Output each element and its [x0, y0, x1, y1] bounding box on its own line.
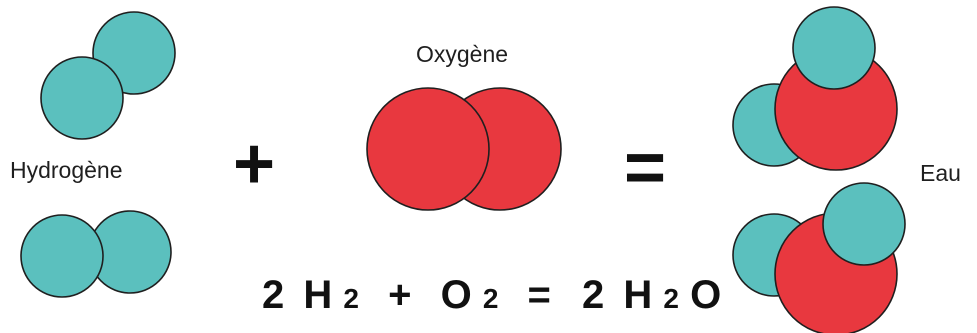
h2-coefficient: 2 — [262, 273, 284, 317]
h2o-subscript: 2 — [663, 283, 679, 314]
hydrogen-label: Hydrogène — [10, 157, 123, 183]
oxygen-molecule — [366, 87, 562, 211]
equals-symbol: = — [624, 128, 666, 208]
h2-subscript: 2 — [343, 283, 359, 314]
h2-element: H — [303, 273, 332, 317]
hydrogen-molecule-top — [40, 11, 176, 140]
hydrogen-atom — [40, 56, 124, 140]
water-molecule-top — [732, 6, 898, 171]
hydrogen-atom — [20, 214, 104, 298]
water-label: Eau — [920, 160, 961, 186]
o2-subscript: 2 — [483, 283, 499, 314]
water-molecule-bottom — [732, 182, 906, 333]
h2o-element-o: O — [690, 273, 721, 317]
oxygen-label: Oxygène — [416, 41, 508, 67]
hydrogen-atom — [822, 182, 906, 266]
equation-equals: = — [528, 273, 551, 317]
h2o-coefficient: 2 — [582, 273, 604, 317]
hydrogen-molecule-bottom — [20, 210, 172, 298]
h2o-element-h: H — [623, 273, 652, 317]
hydrogen-atom — [792, 6, 876, 90]
chemical-equation: 2 H 2 + O 2 = 2 H 2 O — [262, 273, 721, 317]
o2-element: O — [441, 273, 472, 317]
plus-symbol: + — [233, 124, 275, 204]
oxygen-atom — [366, 87, 490, 211]
equation-plus: + — [388, 273, 411, 317]
